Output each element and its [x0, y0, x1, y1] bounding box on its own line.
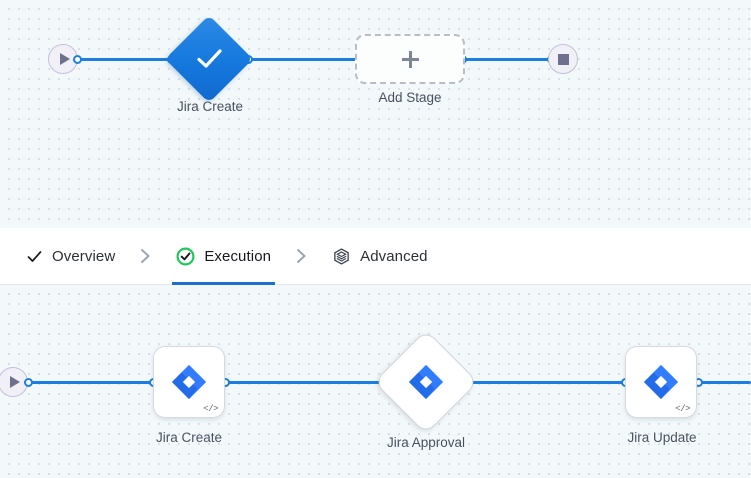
node-label-jira-approval: Jira Approval — [386, 435, 466, 450]
port-exec-start-out[interactable] — [24, 378, 33, 387]
tab-advanced[interactable]: Advanced — [330, 228, 430, 285]
chevron-right-icon — [139, 248, 152, 264]
edge-update-outgoing — [698, 381, 751, 384]
layers-hexagon-icon — [332, 247, 351, 266]
play-icon — [9, 376, 20, 388]
add-stage-button[interactable] — [355, 34, 465, 84]
edge-approval-to-update — [466, 381, 625, 384]
plus-icon — [401, 50, 419, 68]
node-label-add-stage: Add Stage — [378, 90, 442, 105]
tab-execution[interactable]: Execution — [172, 228, 275, 285]
stage-node-jira-create[interactable] — [165, 15, 253, 103]
edge-jira-create-to-add-stage — [248, 58, 360, 61]
port-start-out[interactable] — [73, 55, 82, 64]
code-badge: </> — [675, 404, 690, 414]
stage-tabbar: Overview Execution — [0, 228, 751, 285]
code-badge: </> — [203, 404, 218, 414]
stage-node-jira-create-exec[interactable]: </> — [153, 346, 225, 418]
canvas-top-stop-node[interactable] — [548, 44, 578, 74]
tab-overview[interactable]: Overview — [24, 228, 117, 285]
tab-label-advanced: Advanced — [360, 247, 428, 265]
check-circle-icon — [176, 247, 195, 266]
edge-jira-create-to-approval — [225, 381, 385, 384]
chevron-right-icon — [295, 248, 308, 264]
tab-label-overview: Overview — [52, 247, 116, 265]
node-label-jira-update: Jira Update — [627, 430, 697, 445]
jira-icon — [643, 364, 679, 400]
edge-start-to-jira-create-exec — [28, 381, 154, 384]
node-label-jira-create-top: Jira Create — [176, 99, 244, 114]
edge-start-to-jira-create — [78, 58, 172, 61]
stage-node-jira-approval[interactable] — [373, 329, 479, 435]
stage-node-jira-update[interactable]: </> — [625, 346, 697, 418]
check-icon — [26, 248, 43, 265]
tab-label-execution: Execution — [204, 247, 272, 265]
stop-icon — [557, 53, 569, 65]
play-icon — [59, 53, 70, 65]
edge-add-stage-to-stop — [462, 58, 552, 61]
pipeline-canvas-bottom[interactable]: </> Jira Create Jira Approval </> Jira U — [0, 285, 751, 478]
jira-icon — [171, 364, 207, 400]
pipeline-canvas-top[interactable]: Jira Create Add Stage — [0, 0, 751, 228]
node-label-jira-create-exec: Jira Create — [155, 430, 223, 445]
